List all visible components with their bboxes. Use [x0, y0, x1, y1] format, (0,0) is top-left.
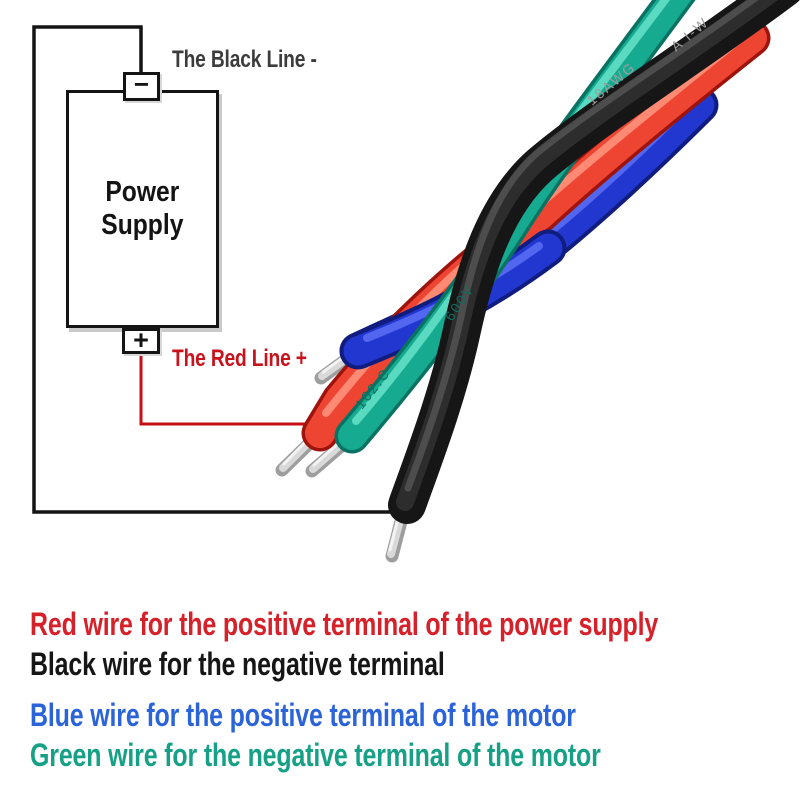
negative-terminal: −	[123, 69, 160, 101]
circuit-lines	[32, 25, 396, 514]
red-circuit-line	[139, 354, 320, 426]
legend-line-black: Black wire for the negative terminal	[30, 646, 445, 682]
legend-line-green: Green wire for the negative terminal of …	[30, 737, 601, 773]
legend-line-red: Red wire for the positive terminal of th…	[30, 606, 659, 642]
red-line-label: The Red Line +	[172, 345, 307, 372]
plus-symbol: +	[133, 324, 149, 355]
black-circuit-line	[32, 25, 396, 514]
positive-terminal: +	[122, 324, 160, 355]
legend-line-blue: Blue wire for the positive terminal of t…	[30, 697, 576, 733]
power-supply-label: Power Supply	[101, 176, 184, 241]
minus-symbol: −	[133, 69, 150, 99]
black-line-label: The Black Line -	[172, 46, 317, 73]
black-wire	[388, 0, 800, 524]
power-supply-box: Power Supply	[66, 90, 219, 328]
twisted-wire-bundle: 18AWG A I-W 600V 102.C	[301, 0, 800, 524]
